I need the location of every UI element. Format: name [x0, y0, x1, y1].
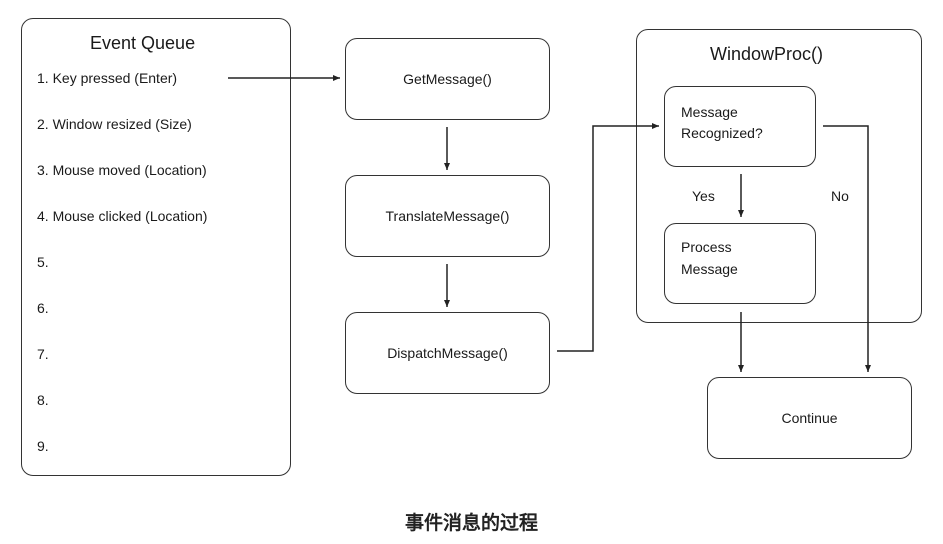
- dispatch-message-label: DispatchMessage(): [387, 345, 508, 361]
- queue-item-1: 1. Key pressed (Enter): [37, 70, 178, 86]
- window-proc-title: WindowProc(): [710, 44, 824, 64]
- event-queue-box: [21, 18, 291, 476]
- message-recognized-line1: Message: [681, 104, 738, 120]
- message-recognized-box: [664, 86, 816, 167]
- queue-item-3: 3. Mouse moved (Location): [37, 162, 207, 178]
- dispatch-message-box: DispatchMessage(): [345, 312, 550, 394]
- translate-message-label: TranslateMessage(): [385, 208, 510, 224]
- get-message-box: GetMessage(): [345, 38, 550, 120]
- continue-box: Continue: [707, 377, 912, 459]
- yes-label: Yes: [692, 188, 715, 204]
- queue-item-6: 6.: [37, 300, 49, 316]
- diagram-caption: 事件消息的过程: [404, 512, 538, 534]
- message-recognized-line2: Recognized?: [681, 125, 763, 141]
- queue-item-2: 2. Window resized (Size): [37, 116, 192, 132]
- process-message-box: [664, 223, 816, 304]
- process-message-line1: Process: [681, 239, 732, 255]
- queue-item-9: 9.: [37, 438, 49, 454]
- event-queue-title: Event Queue: [90, 33, 196, 53]
- queue-item-8: 8.: [37, 392, 49, 408]
- continue-label: Continue: [781, 410, 838, 426]
- arrow-dispatch-to-windowproc: [557, 123, 659, 352]
- arrow-no: [823, 125, 871, 372]
- queue-item-4: 4. Mouse clicked (Location): [37, 208, 208, 224]
- no-label: No: [831, 188, 849, 204]
- process-message-line2: Message: [681, 261, 738, 277]
- queue-item-5: 5.: [37, 254, 49, 270]
- get-message-label: GetMessage(): [403, 71, 492, 87]
- translate-message-box: TranslateMessage(): [345, 175, 550, 257]
- queue-item-7: 7.: [37, 346, 49, 362]
